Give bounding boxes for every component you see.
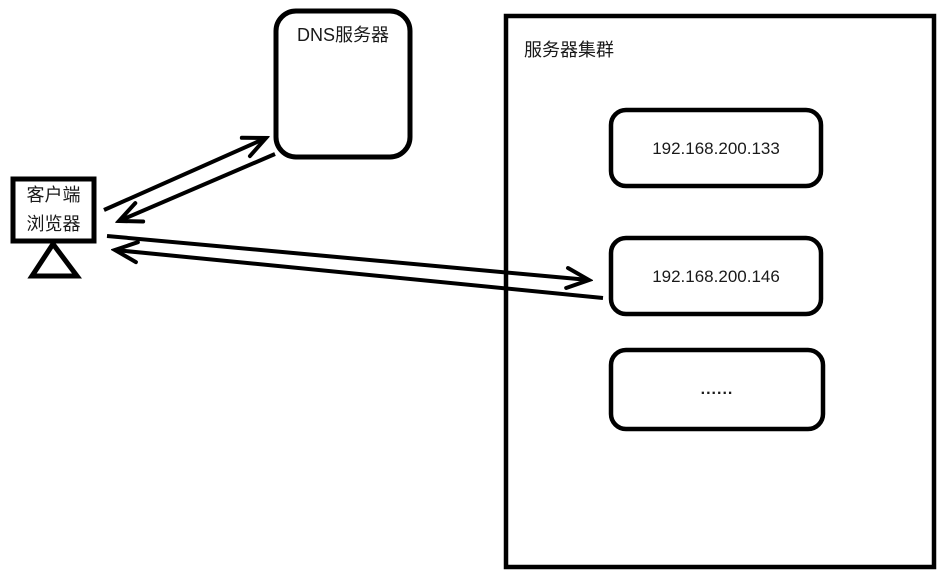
arrow-client-to-dns (103, 138, 266, 212)
server-node-1-label: 192.168.200.133 (652, 139, 780, 158)
client-label-line1: 客户端 (27, 185, 81, 205)
server-cluster-label: 服务器集群 (524, 40, 614, 60)
server-node-1-box (608, 107, 824, 189)
arrow-client-to-server (106, 234, 589, 280)
arrow-server-to-client (115, 250, 604, 300)
server-node-3-label: ...... (701, 381, 734, 398)
server-node-2-box (608, 235, 824, 317)
client-label-line2: 浏览器 (27, 214, 81, 234)
server-node-2-label: 192.168.200.146 (652, 267, 780, 286)
dns-server-box (273, 8, 413, 160)
monitor-stand-icon (27, 239, 82, 279)
server-node-3-box (608, 347, 826, 432)
dns-server-label: DNS服务器 (297, 25, 389, 45)
arrow-dns-to-client (119, 152, 276, 221)
